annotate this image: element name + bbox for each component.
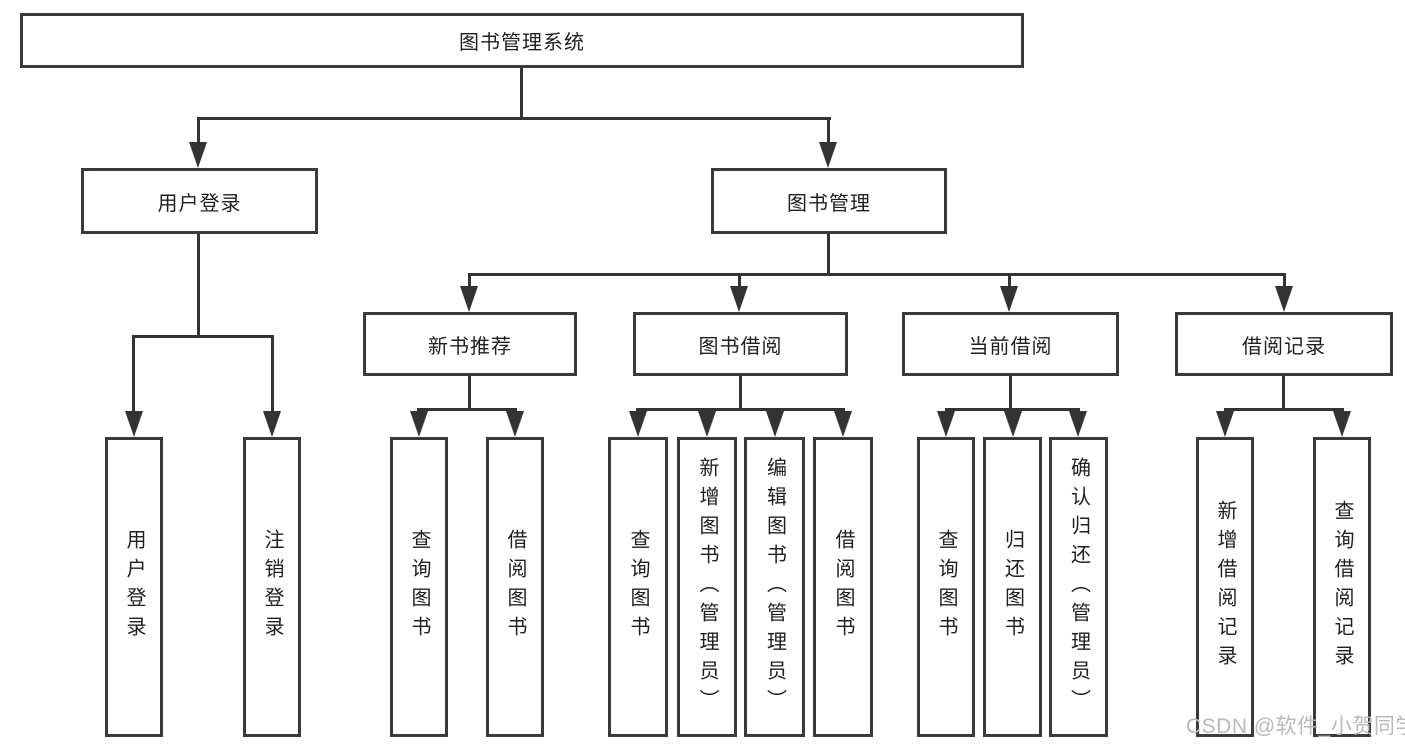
node-label: 用户登录 [123, 529, 145, 645]
connector-stub [827, 117, 830, 147]
leaf-return-books: 归还图书 [983, 437, 1042, 737]
connector-user-login-bus [132, 335, 274, 338]
connector-current-borrow-drop [1009, 376, 1012, 411]
leaf-borrow-books-borrowing: 借阅图书 [813, 437, 873, 737]
node-label: 图书管理 [787, 192, 871, 215]
node-borrowing-records: 借阅记录 [1175, 312, 1393, 376]
connector-level2-bus [197, 117, 831, 120]
leaf-logout: 注销登录 [243, 437, 301, 737]
leaf-add-borrow-record: 新增借阅记录 [1196, 437, 1254, 737]
node-label: 新书推荐 [428, 335, 512, 358]
connector-current-borrow-bus [945, 408, 1080, 411]
connector-stub [132, 335, 135, 413]
node-label: 借阅图书 [504, 529, 526, 645]
node-label: 归还图书 [1001, 529, 1024, 645]
connector-stub [738, 273, 741, 293]
node-label: 查询借阅记录 [1331, 500, 1353, 674]
arrow-down-icon [834, 411, 852, 437]
connector-records-bus [1224, 408, 1344, 411]
connector-new-rec-drop [468, 376, 471, 411]
node-label: 图书管理系统 [459, 32, 585, 54]
arrow-down-icon [460, 286, 478, 312]
node-label: 新增借阅记录 [1214, 500, 1236, 674]
connector-stub [1283, 273, 1286, 293]
connector-new-rec-bus [417, 408, 517, 411]
connector-user-login-drop [197, 234, 200, 338]
leaf-query-borrow-record: 查询借阅记录 [1313, 437, 1371, 737]
connector-stub [271, 335, 274, 413]
node-label: 编辑图书（管理员） [763, 456, 786, 718]
node-book-management: 图书管理 [711, 168, 947, 234]
arrow-down-icon [506, 411, 524, 437]
node-label: 注销登录 [261, 529, 283, 645]
arrow-down-icon [189, 142, 207, 168]
connector-root-drop [520, 68, 523, 120]
node-label: 查询图书 [935, 529, 957, 645]
arrow-down-icon [698, 411, 716, 437]
node-new-book-recommend: 新书推荐 [363, 312, 577, 376]
leaf-query-books-borrowing: 查询图书 [608, 437, 668, 737]
connector-stub [197, 117, 200, 147]
node-label: 借阅记录 [1242, 335, 1326, 358]
arrow-down-icon [937, 411, 955, 437]
node-label: 当前借阅 [968, 335, 1053, 358]
arrow-down-icon [1069, 411, 1087, 437]
connector-level3-bus [468, 273, 1286, 276]
node-user-login: 用户登录 [81, 168, 318, 234]
arrow-down-icon [629, 411, 647, 437]
node-label: 查询图书 [408, 529, 430, 645]
arrow-down-icon [125, 411, 143, 437]
leaf-edit-books-admin: 编辑图书（管理员） [744, 437, 805, 737]
leaf-borrow-books-recommend: 借阅图书 [486, 437, 544, 737]
arrow-down-icon [410, 411, 428, 437]
node-current-borrowing: 当前借阅 [902, 312, 1119, 376]
leaf-confirm-return-admin: 确认归还（管理员） [1049, 437, 1108, 737]
arrow-down-icon [1216, 411, 1234, 437]
arrow-down-icon [1275, 286, 1293, 312]
arrow-down-icon [1004, 411, 1022, 437]
connector-book-mgmt-drop [827, 234, 830, 276]
connector-book-borrow-bus [636, 408, 845, 411]
arrow-down-icon [263, 411, 281, 437]
connector-stub [1008, 273, 1011, 293]
node-label: 确认归还（管理员） [1067, 456, 1090, 718]
node-label: 新增图书（管理员） [696, 456, 718, 718]
csdn-watermark: CSDN @软件_小贺同学 [1186, 715, 1405, 738]
leaf-add-books-admin: 新增图书（管理员） [677, 437, 737, 737]
connector-stub [468, 273, 471, 293]
leaf-query-books-recommend: 查询图书 [390, 437, 448, 737]
node-label: 图书借阅 [698, 335, 783, 358]
arrow-down-icon [1000, 286, 1018, 312]
arrow-down-icon [1333, 411, 1351, 437]
arrow-down-icon [819, 142, 837, 168]
arrow-down-icon [730, 286, 748, 312]
leaf-query-books-current: 查询图书 [917, 437, 975, 737]
arrow-down-icon [766, 411, 784, 437]
node-root-library-system: 图书管理系统 [20, 13, 1024, 68]
connector-book-borrow-drop [739, 376, 742, 411]
leaf-user-login: 用户登录 [105, 437, 163, 737]
connector-records-drop [1282, 376, 1285, 411]
node-book-borrowing: 图书借阅 [633, 312, 848, 376]
node-label: 查询图书 [627, 529, 649, 645]
node-label: 借阅图书 [832, 529, 854, 645]
node-label: 用户登录 [157, 192, 242, 215]
